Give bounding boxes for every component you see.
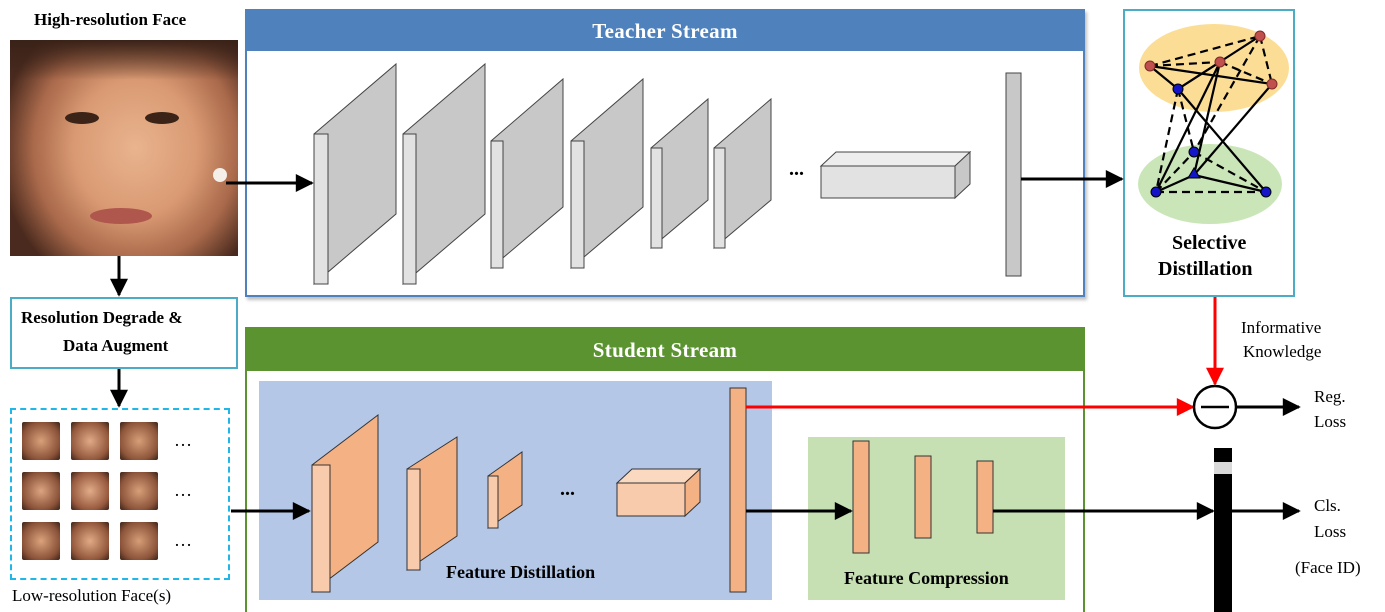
hair-shadow — [10, 40, 238, 80]
augment-label: Data Augment — [63, 336, 169, 355]
lr-face-thumb — [120, 472, 158, 510]
teacher-layer-2 — [402, 62, 486, 286]
student-fc-block — [615, 467, 702, 518]
classifier-highlight — [1214, 462, 1232, 474]
student-layer-3 — [487, 451, 523, 529]
hr-face-image — [10, 40, 238, 256]
right-eye — [145, 112, 179, 124]
resolution-degrade-box — [10, 297, 238, 369]
student-layer-1 — [311, 413, 379, 594]
teacher-layer-3 — [490, 77, 564, 270]
student-ellipsis: ... — [560, 478, 575, 500]
compression-bar-2 — [914, 455, 932, 539]
teacher-ellipsis: ... — [789, 158, 804, 180]
thumb-ellipsis: … — [174, 480, 192, 500]
informative-label-line2: Knowledge — [1243, 342, 1322, 361]
relation-edges — [1149, 34, 1274, 194]
teacher-stream-title: Teacher Stream — [592, 19, 738, 43]
face-id-label: (Face ID) — [1295, 558, 1361, 577]
lr-faces-label: Low-resolution Face(s) — [12, 586, 172, 605]
mouth — [90, 208, 152, 224]
left-eye — [65, 112, 99, 124]
teacher-fc-block — [819, 150, 972, 200]
compression-bar-3 — [976, 460, 994, 534]
earring — [213, 168, 227, 182]
reg-loss-label-line2: Loss — [1314, 412, 1347, 431]
feature-compression-label: Feature Compression — [844, 568, 1009, 588]
feature-distillation-label: Feature Distillation — [446, 562, 596, 582]
teacher-stream-header: Teacher Stream — [247, 11, 1083, 51]
reg-loss-label-line1: Reg. — [1314, 387, 1346, 406]
thumb-ellipsis: … — [174, 530, 192, 550]
student-stream-header: Student Stream — [247, 329, 1083, 371]
lr-face-thumb — [22, 472, 60, 510]
lr-face-thumb — [120, 422, 158, 460]
student-embedding-bar — [729, 387, 747, 593]
lr-face-thumb — [22, 422, 60, 460]
hr-face-label: High-resolution Face — [34, 10, 187, 29]
teacher-embedding-bar — [1005, 72, 1022, 277]
lr-face-thumb — [22, 522, 60, 560]
compression-bar-1 — [852, 440, 870, 554]
lr-face-thumb — [71, 472, 109, 510]
teacher-layer-6 — [713, 97, 772, 250]
lr-face-thumb — [120, 522, 158, 560]
selective-label-line1: Selective — [1172, 232, 1247, 254]
student-stream-title: Student Stream — [592, 338, 738, 362]
cls-loss-label-line1: Cls. — [1314, 496, 1341, 515]
cls-loss-label-line2: Loss — [1314, 522, 1347, 541]
teacher-layer-4 — [570, 77, 644, 270]
student-layer-2 — [406, 436, 458, 571]
teacher-relation-nodes — [1144, 30, 1278, 90]
informative-label-line1: Informative — [1241, 318, 1322, 337]
teacher-layer-5 — [650, 97, 709, 250]
student-relation-nodes — [1150, 83, 1272, 198]
degrade-label: Resolution Degrade & — [21, 308, 183, 327]
thumb-ellipsis: … — [174, 430, 192, 450]
student-relation-ellipse — [1138, 144, 1282, 224]
lr-face-thumb — [71, 522, 109, 560]
lr-face-thumb — [71, 422, 109, 460]
classifier-bar — [1214, 448, 1232, 612]
teacher-layer-1 — [313, 62, 397, 286]
selective-label-line2: Distillation — [1158, 258, 1253, 280]
